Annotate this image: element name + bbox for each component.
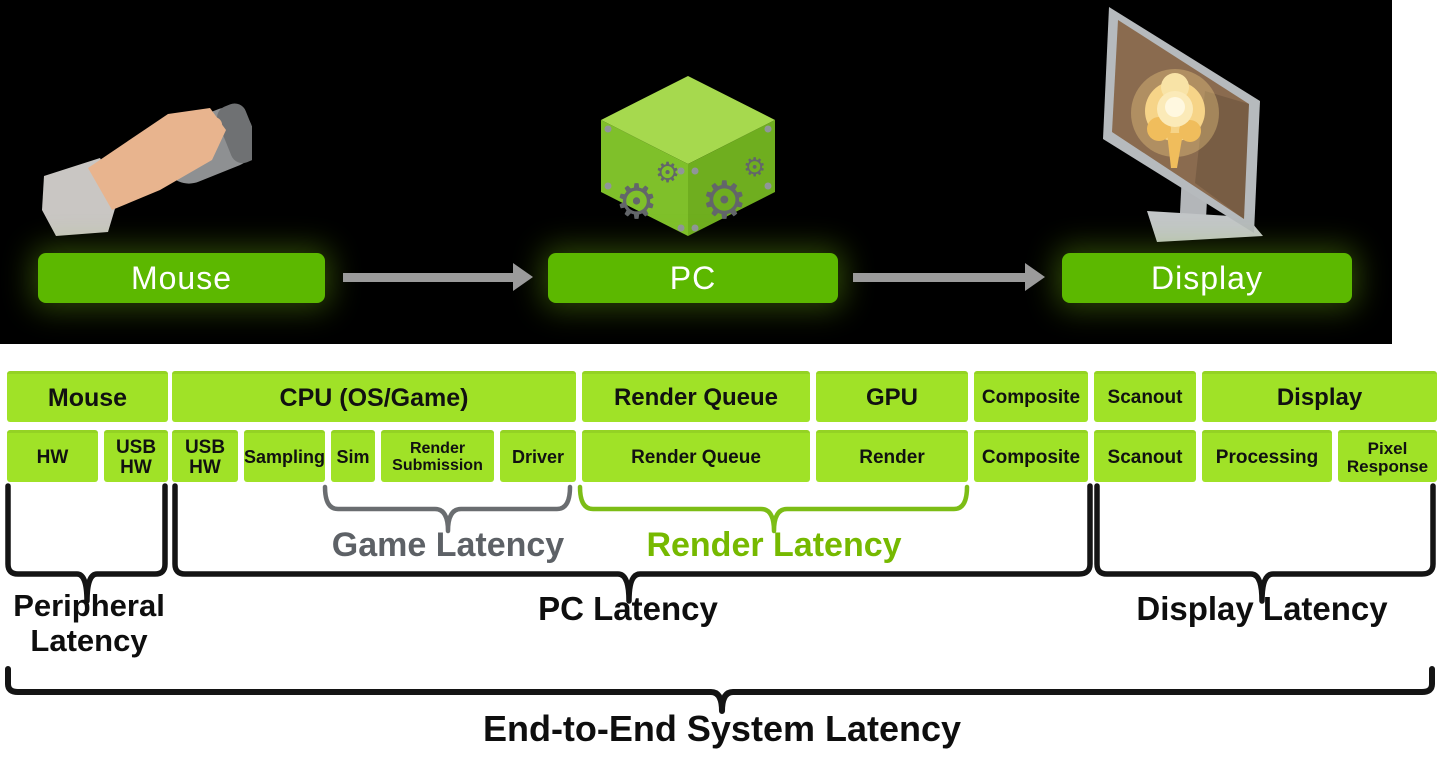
svg-text:⚙: ⚙	[615, 174, 658, 230]
screen-shade	[1195, 91, 1249, 219]
gear-cube-illustration: ⚙ ⚙ ⚙ ⚙	[601, 76, 775, 236]
game-latency-label: Game Latency	[331, 526, 565, 564]
pc-latency-label: PC Latency	[538, 590, 718, 627]
gear-icon: ⚙ ⚙ ⚙ ⚙	[615, 153, 766, 231]
pc-step-button: PC	[548, 253, 838, 303]
display-step-label: Display	[1151, 259, 1263, 296]
game-latency-brace	[322, 484, 573, 534]
hand-holding-mouse-illustration	[42, 103, 252, 236]
render-latency-label: Render Latency	[646, 526, 902, 564]
stage-composite: Composite	[974, 430, 1088, 482]
explosion-icon	[1131, 69, 1219, 168]
svg-text:⚙: ⚙	[743, 153, 766, 183]
stage-render-submission: Render Submission	[381, 430, 494, 482]
stage-sampling: Sampling	[244, 430, 325, 482]
render-latency-brace	[577, 484, 970, 534]
monitor-explosion-illustration	[1103, 7, 1263, 242]
stage-hw: HW	[7, 430, 98, 482]
pc-latency-brace	[172, 483, 1093, 604]
end-to-end-latency-label: End-to-End System Latency	[482, 708, 962, 749]
svg-text:⚙: ⚙	[655, 156, 680, 189]
banner: ⚙ ⚙ ⚙ ⚙ Mo	[0, 0, 1392, 344]
peripheral-latency-label: Peripheral Latency	[13, 588, 165, 658]
header-mouse: Mouse	[7, 371, 168, 422]
cube-left-face	[601, 120, 688, 236]
header-display: Display	[1202, 371, 1437, 422]
pc-step-label: PC	[669, 259, 717, 296]
stage-driver: Driver	[500, 430, 576, 482]
display-step-button: Display	[1062, 253, 1352, 303]
header-gpu: GPU	[816, 371, 968, 422]
header-cpu: CPU (OS/Game)	[172, 371, 576, 422]
cube-right-face	[688, 120, 775, 236]
arrow-right-icon	[853, 263, 1045, 291]
arrow-right-icon	[343, 263, 533, 291]
stage-usb-hw-mouse: USB HW	[104, 430, 168, 482]
stage-scanout: Scanout	[1094, 430, 1196, 482]
mouse-step-label: Mouse	[130, 259, 233, 296]
stage-render-queue: Render Queue	[582, 430, 810, 482]
svg-text:⚙: ⚙	[701, 171, 748, 231]
fingers-shape	[165, 115, 223, 153]
stage-processing: Processing	[1202, 430, 1332, 482]
peripheral-latency-brace	[5, 483, 168, 604]
end-to-end-brace	[5, 666, 1435, 714]
stage-sim: Sim	[331, 430, 375, 482]
stage-pixel-response: Pixel Response	[1338, 430, 1437, 482]
latency-braces	[5, 483, 1436, 714]
stage-usb-hw-cpu: USB HW	[172, 430, 238, 482]
header-render-queue: Render Queue	[582, 371, 810, 422]
cube-screws	[604, 125, 772, 232]
display-latency-brace	[1094, 483, 1436, 604]
header-scanout: Scanout	[1094, 371, 1196, 422]
mouse-step-button: Mouse	[38, 253, 325, 303]
header-composite: Composite	[974, 371, 1088, 422]
display-latency-label: Display Latency	[1136, 590, 1388, 627]
stage-render: Render	[816, 430, 968, 482]
